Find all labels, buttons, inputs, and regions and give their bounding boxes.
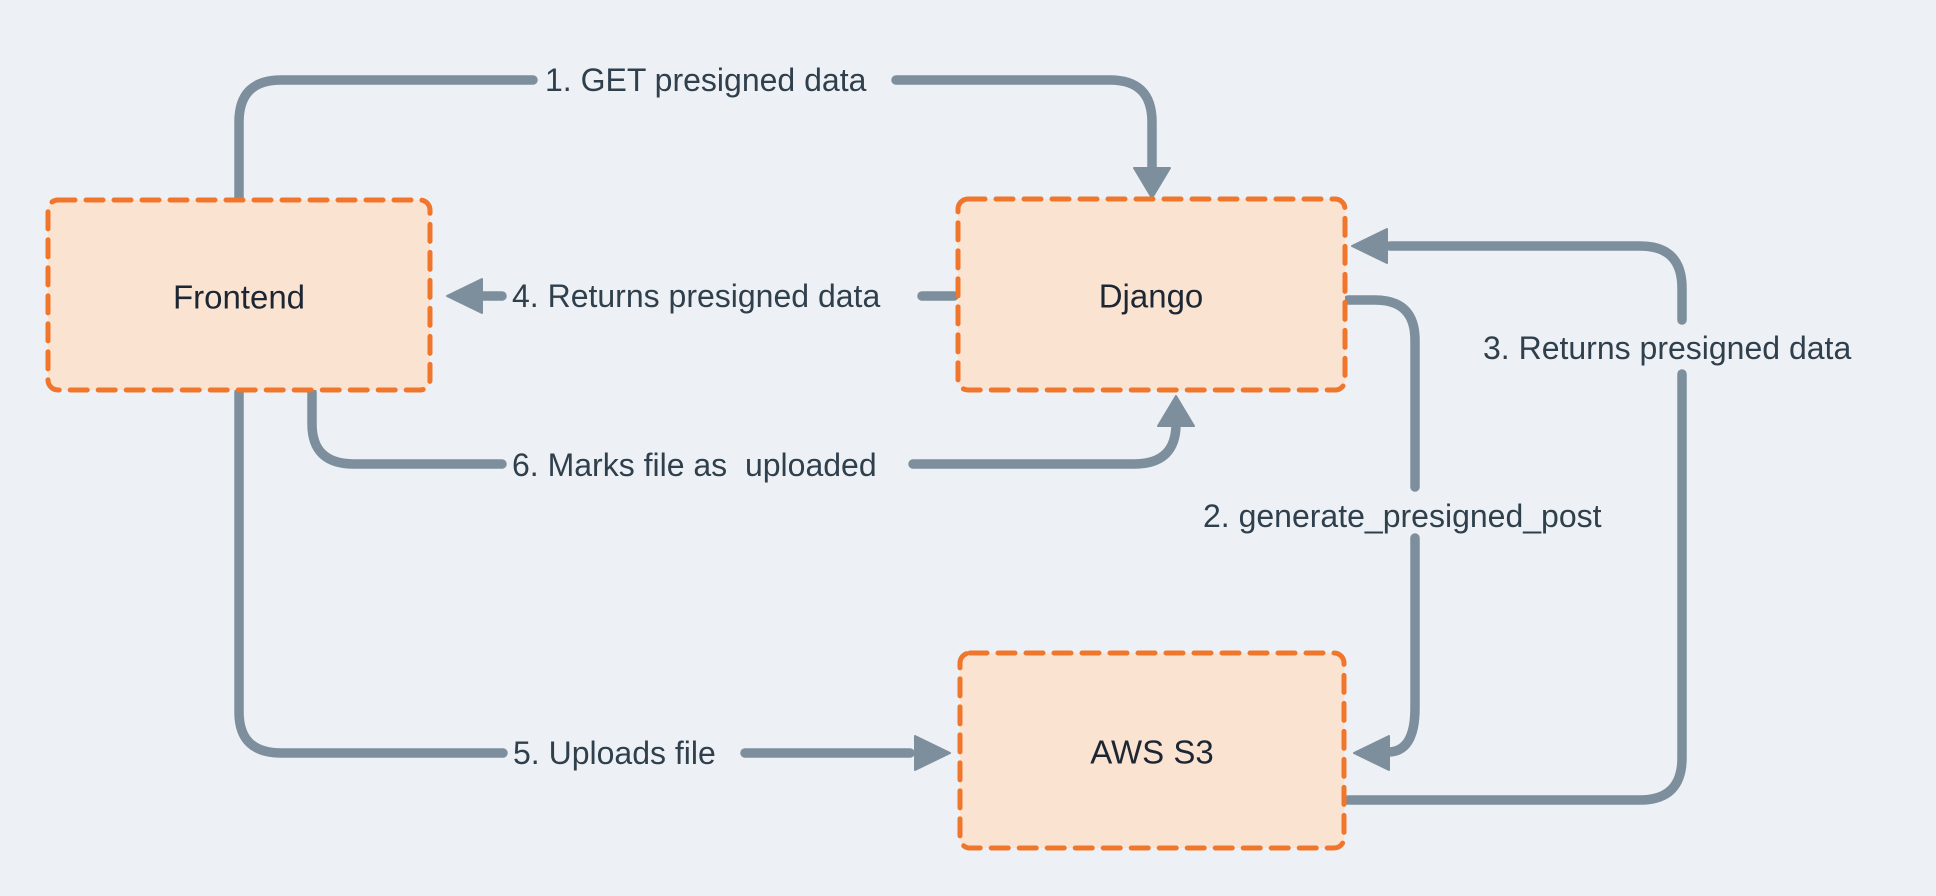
edge-step6-segment-b <box>908 407 1181 469</box>
edge-step3-segment-b <box>1385 241 1687 325</box>
edge-step2-segment-a <box>1343 295 1420 492</box>
arrow-left-icon <box>446 278 483 314</box>
edge-step3-label: 3. Returns presigned data <box>1483 330 1851 366</box>
edge-step1-segment-b <box>891 75 1157 173</box>
aws-s3-node-label: AWS S3 <box>1090 734 1213 771</box>
edge-step4: 4. Returns presigned data <box>446 278 959 314</box>
edge-step1-label: 1. GET presigned data <box>545 62 867 98</box>
django-node: Django <box>955 196 1348 393</box>
arrow-left-icon <box>1353 735 1390 771</box>
arrow-left-icon <box>1351 228 1388 264</box>
edge-step2-segment-b <box>1383 533 1420 757</box>
edge-step3-segment-a <box>1343 369 1687 805</box>
edge-step1: 1. GET presigned data <box>234 62 1171 207</box>
aws-s3-node-box <box>957 650 1347 851</box>
arrow-right-icon <box>914 735 951 771</box>
frontend-node: Frontend <box>45 197 433 393</box>
arrow-up-icon <box>1157 395 1195 427</box>
edge-step5: 5. Uploads file <box>234 387 951 771</box>
aws-s3-node: AWS S3 <box>957 650 1347 851</box>
edge-step1-segment-a <box>234 75 538 207</box>
edge-step6-label: 6. Marks file as uploaded <box>512 447 877 483</box>
django-node-label: Django <box>1099 278 1204 315</box>
edge-step6: 6. Marks file as uploaded <box>307 387 1195 483</box>
edge-step3: 3. Returns presigned data <box>1343 228 1851 805</box>
django-node-box <box>955 196 1348 393</box>
edge-step4-label: 4. Returns presigned data <box>512 278 880 314</box>
frontend-node-box <box>45 197 433 393</box>
edge-step5-label: 5. Uploads file <box>513 735 716 771</box>
edge-step5-segment-a <box>234 387 508 758</box>
arrow-down-icon <box>1133 167 1171 199</box>
edge-step2-label: 2. generate_presigned_post <box>1203 498 1602 534</box>
frontend-node-label: Frontend <box>173 279 305 316</box>
edge-step6-segment-a <box>307 387 507 469</box>
edge-step2: 2. generate_presigned_post <box>1203 295 1602 771</box>
